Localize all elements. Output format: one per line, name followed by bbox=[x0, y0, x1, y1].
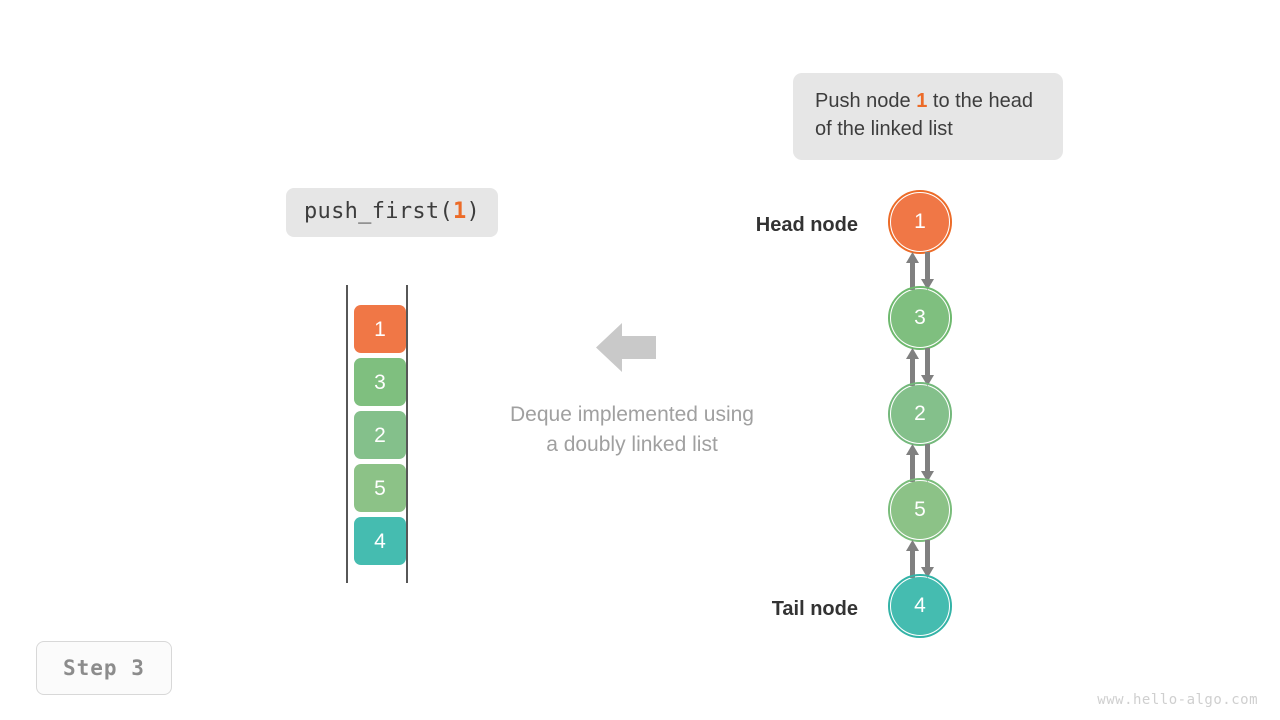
caption-line-2: a doubly linked list bbox=[546, 432, 718, 456]
node-outer-ring bbox=[888, 478, 952, 542]
node-circle: 3 bbox=[891, 289, 949, 347]
callout-text-before: Push node bbox=[815, 90, 917, 112]
operation-argument: 1 bbox=[453, 199, 467, 224]
caption-line-1: Deque implemented using bbox=[510, 403, 754, 426]
head-node-label: Head node bbox=[755, 214, 858, 236]
callout-text-after: to the head of the linked list bbox=[815, 90, 1033, 141]
node-value: 1 bbox=[914, 210, 926, 233]
deque-item-value: 3 bbox=[374, 370, 386, 394]
node-link-arrows bbox=[902, 348, 938, 386]
node-circle: 4 bbox=[891, 577, 949, 635]
step-badge: Step 3 bbox=[36, 641, 172, 695]
node-outer-ring bbox=[888, 382, 952, 446]
deque-item: 4 bbox=[354, 517, 406, 565]
linked-list-node: 2 bbox=[888, 382, 952, 446]
operation-name-before: push_first( bbox=[304, 199, 453, 224]
node-value: 4 bbox=[914, 594, 926, 617]
linked-list-diagram: 1 3 2 5 4 bbox=[888, 190, 952, 641]
node-value: 3 bbox=[914, 306, 926, 329]
node-value: 2 bbox=[914, 402, 926, 425]
deque-rail-right bbox=[406, 285, 408, 583]
node-link-arrows bbox=[902, 540, 938, 578]
linked-list-node: 4 bbox=[888, 574, 952, 638]
deque-rail-left bbox=[346, 285, 348, 583]
operation-name-after: ) bbox=[466, 199, 481, 224]
linked-list-node: 1 bbox=[888, 190, 952, 254]
callout-box: Push node 1 to the head of the linked li… bbox=[793, 73, 1063, 160]
node-circle: 1 bbox=[891, 193, 949, 251]
deque-item-value: 1 bbox=[374, 317, 386, 341]
deque-item-list: 1 3 2 5 4 bbox=[354, 305, 406, 565]
deque-item-value: 2 bbox=[374, 423, 386, 447]
node-link-arrows bbox=[902, 252, 938, 290]
node-link-arrows bbox=[902, 444, 938, 482]
deque-item: 5 bbox=[354, 464, 406, 512]
left-arrow-icon bbox=[596, 323, 656, 372]
deque-column: 1 3 2 5 4 bbox=[346, 285, 408, 583]
deque-item-value: 4 bbox=[374, 529, 386, 553]
linked-list-node: 3 bbox=[888, 286, 952, 350]
linked-list-node: 5 bbox=[888, 478, 952, 542]
deque-item: 3 bbox=[354, 358, 406, 406]
node-outer-ring bbox=[888, 190, 952, 254]
node-outer-ring bbox=[888, 286, 952, 350]
tail-node-label: Tail node bbox=[771, 598, 858, 620]
deque-item: 2 bbox=[354, 411, 406, 459]
deque-item-value: 5 bbox=[374, 476, 386, 500]
node-circle: 2 bbox=[891, 385, 949, 443]
node-circle: 5 bbox=[891, 481, 949, 539]
node-outer-ring bbox=[888, 574, 952, 638]
operation-label: push_first(1) bbox=[286, 188, 499, 237]
node-value: 5 bbox=[914, 498, 926, 521]
deque-item: 1 bbox=[354, 305, 406, 353]
watermark: www.hello-algo.com bbox=[1097, 692, 1258, 708]
callout-highlight-value: 1 bbox=[916, 90, 928, 112]
diagram-caption: Deque implemented using a doubly linked … bbox=[442, 400, 822, 460]
